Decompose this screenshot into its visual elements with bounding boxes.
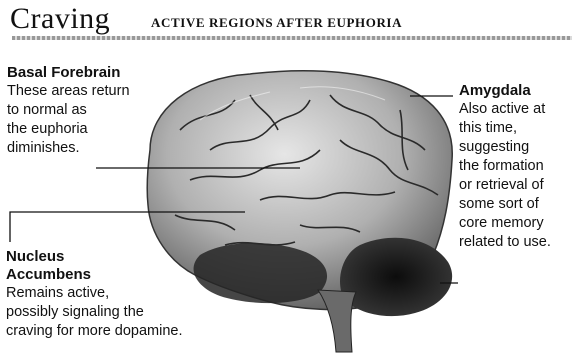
brain-stem-shape: [318, 290, 356, 352]
nucleus-accumbens-label: Nucleus Accumbens Remains active, possib…: [6, 248, 206, 341]
cerebellum-shape: [340, 238, 452, 316]
nucleus-accumbens-description: Remains active, possibly signaling the c…: [6, 284, 206, 341]
nucleus-accumbens-name: Nucleus Accumbens: [6, 248, 206, 284]
basal-forebrain-name: Basal Forebrain: [7, 64, 197, 82]
amygdala-description: Also active at this time, suggesting the…: [459, 100, 575, 252]
amygdala-name: Amygdala: [459, 82, 575, 100]
amygdala-label: Amygdala Also active at this time, sugge…: [459, 82, 575, 252]
basal-forebrain-description: These areas return to normal as the euph…: [7, 82, 197, 158]
basal-forebrain-label: Basal Forebrain These areas return to no…: [7, 64, 197, 158]
